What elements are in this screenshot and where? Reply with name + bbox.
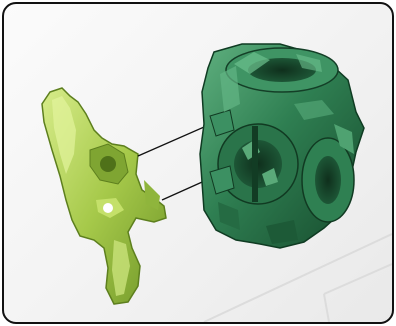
- light-green-connector-piece: [42, 88, 166, 304]
- background-lines: [204, 234, 392, 322]
- assembly-illustration: [4, 4, 392, 322]
- instruction-panel: [2, 2, 394, 324]
- dark-green-hub-block: [200, 44, 364, 248]
